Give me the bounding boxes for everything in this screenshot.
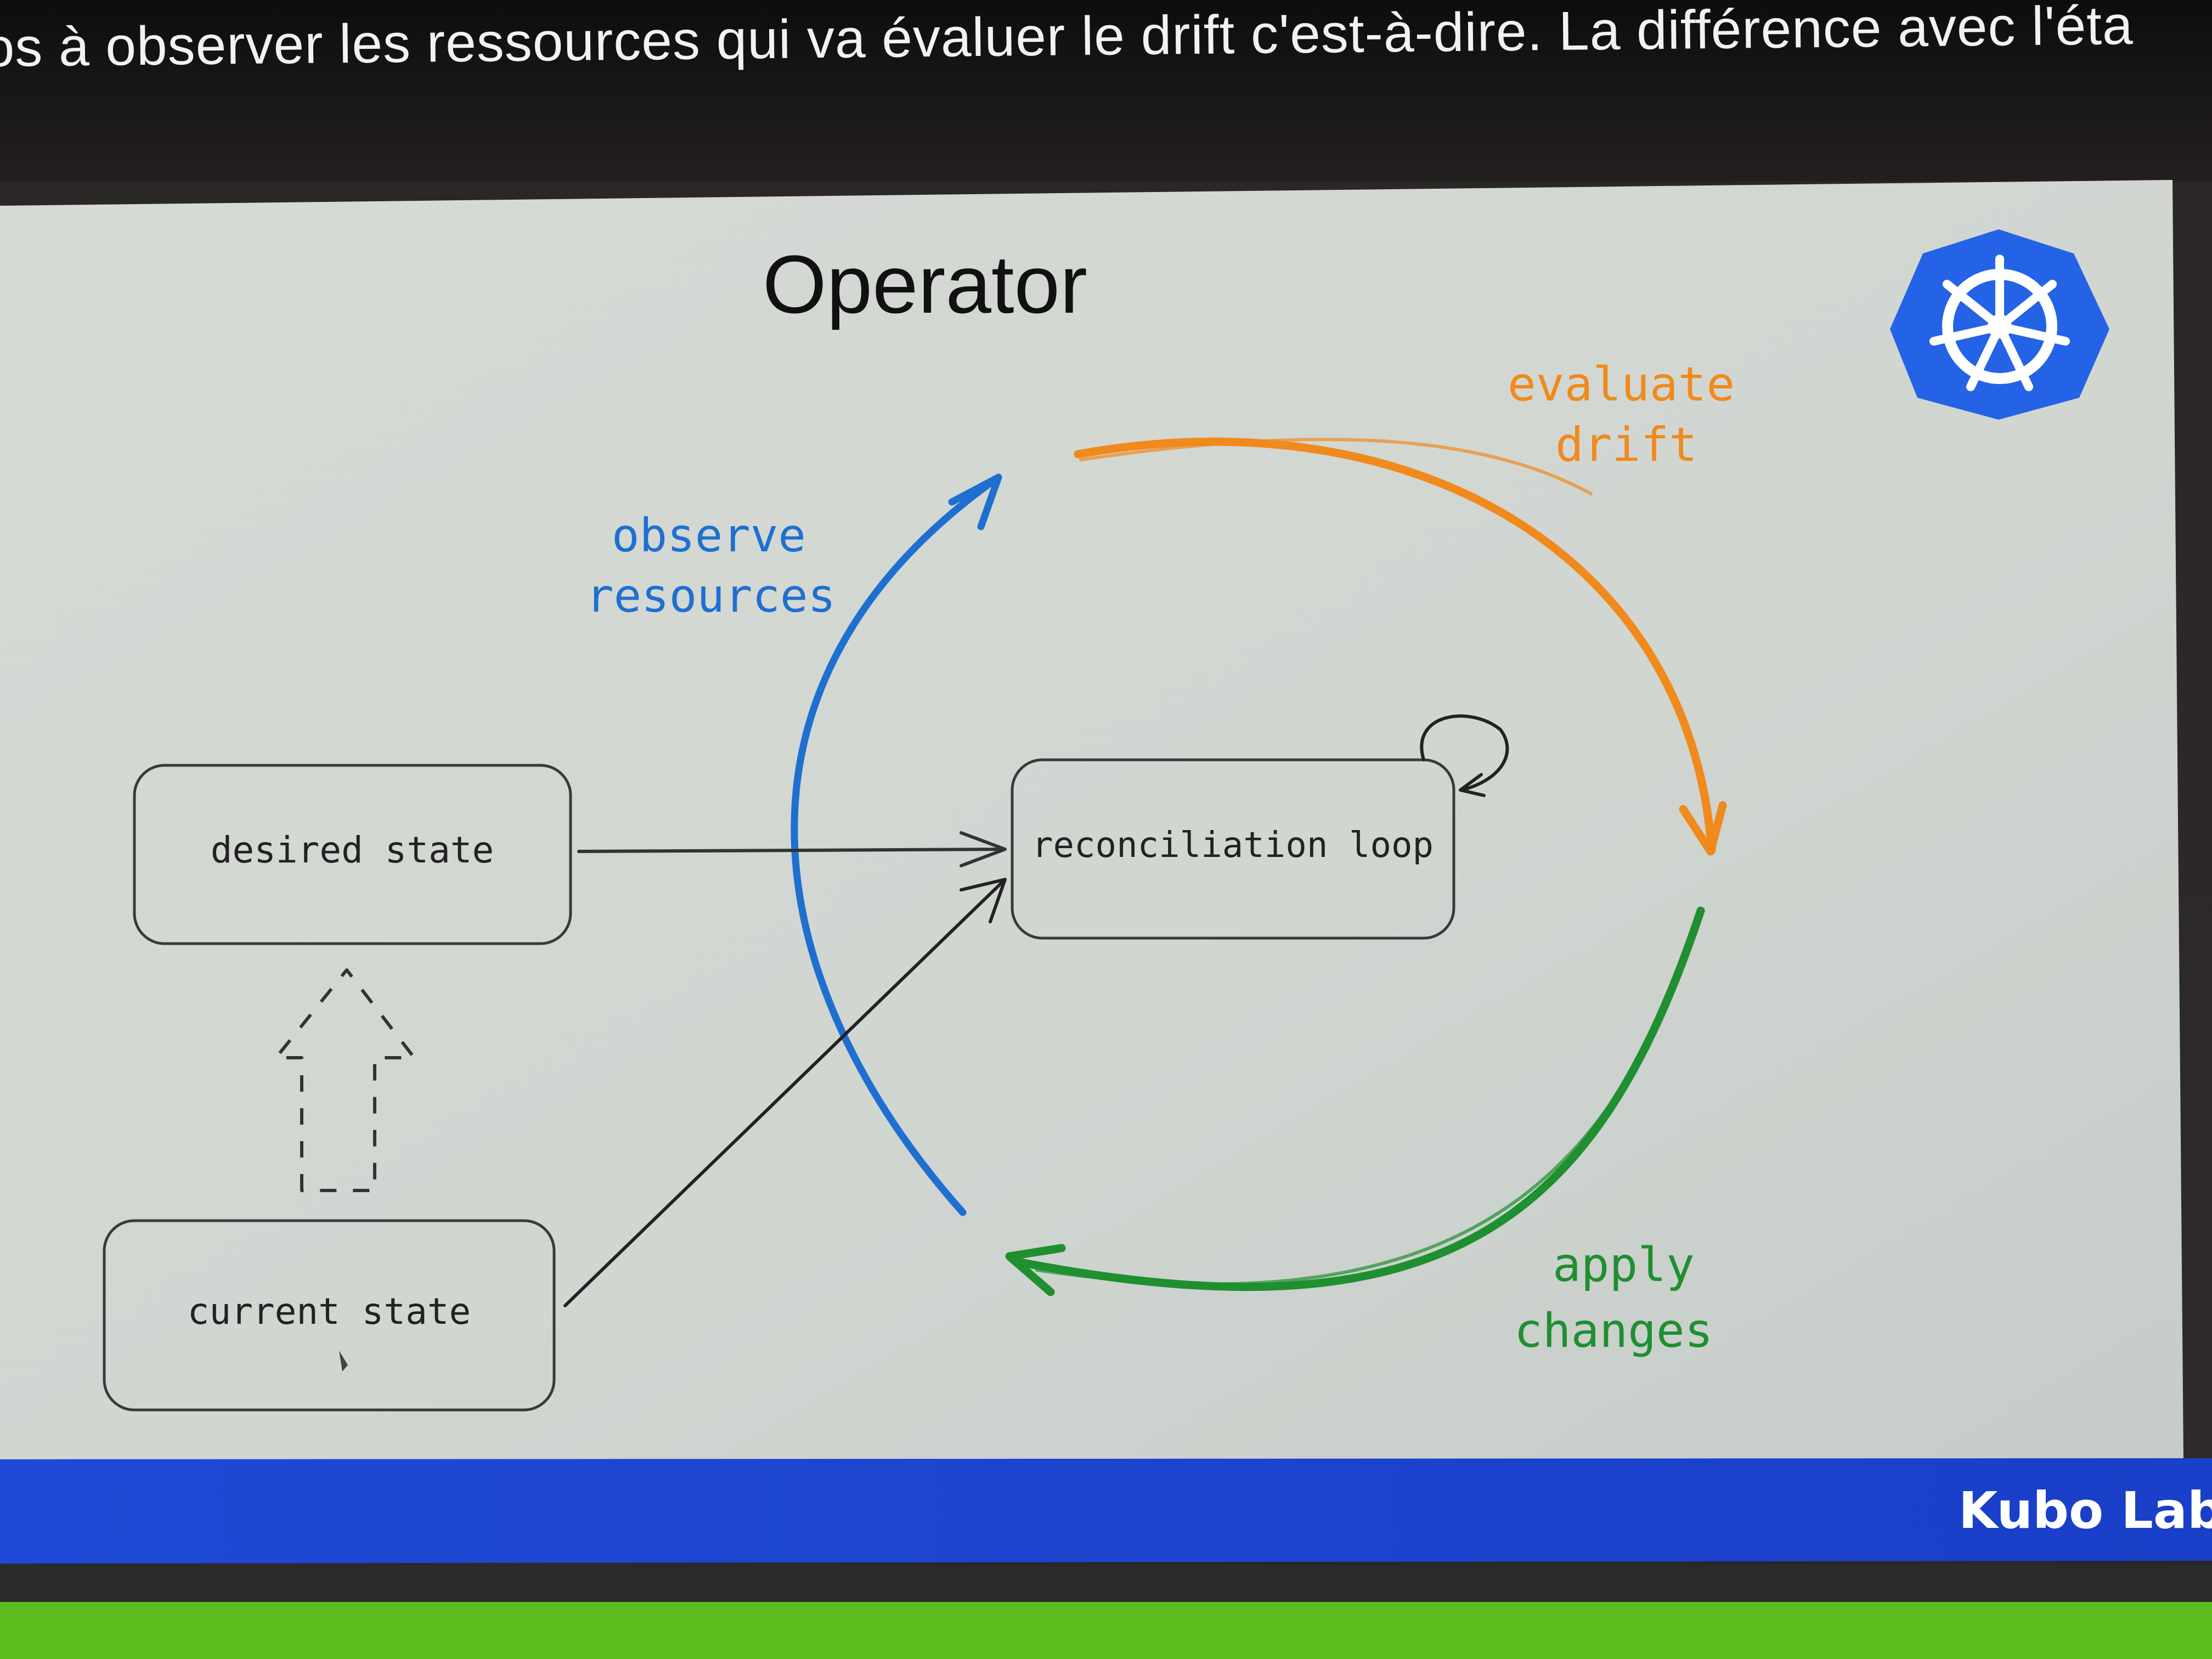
screen-edge (0, 1564, 2212, 1602)
current-state-label: current state (188, 1290, 471, 1333)
apply-label-line1: apply (1553, 1238, 1695, 1293)
slide-title: Operator (763, 238, 1087, 330)
current-state-box: current state (103, 1219, 556, 1412)
brand-name: Kubo Labs (1959, 1481, 2212, 1540)
footer-bar (0, 1458, 2212, 1564)
evaluate-drift-arrow (1074, 437, 1727, 856)
slide-surface (0, 180, 2183, 1459)
reconciliation-loop-box: reconciliation loop (1011, 758, 1455, 940)
observe-resources-arrow (791, 473, 1002, 1216)
current-to-reconciliation-arrow (563, 878, 1007, 1307)
reconciliation-loop-label: reconciliation loop (1032, 825, 1434, 866)
desired-state-box: desired state (133, 764, 572, 945)
apply-label-line2: changes (1514, 1304, 1713, 1358)
desired-to-reconciliation-arrow (577, 831, 1007, 867)
apply-changes-arrow (1005, 906, 1705, 1296)
observe-label-line2: resources (586, 569, 836, 623)
dashed-up-arrow (274, 968, 416, 1192)
subtitle-bar: os à observer les ressources qui va éval… (0, 0, 2212, 181)
desired-state-label: desired state (211, 829, 494, 871)
evaluate-label-line1: evaluate (1508, 357, 1735, 412)
observe-label-line1: observe (612, 509, 806, 562)
kubernetes-helm-wheel-icon (1890, 229, 2109, 420)
mouse-cursor-icon (339, 1351, 348, 1372)
evaluate-label-line2: drift (1555, 417, 1697, 472)
green-strip (0, 1602, 2212, 1659)
self-loop-arrow (1420, 714, 1509, 797)
